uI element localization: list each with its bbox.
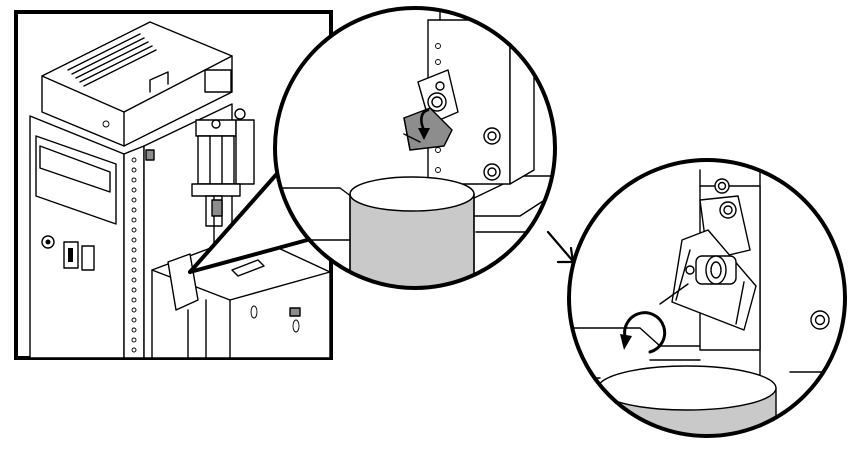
- hinged-bracket-2: [659, 195, 757, 331]
- rail-holes: [131, 157, 137, 353]
- top-connector: [204, 69, 232, 93]
- vent-grille: [67, 33, 157, 87]
- top-housing: [41, 21, 233, 147]
- callout-edge-lower: [188, 234, 324, 274]
- bracket-closeup-2: [569, 169, 845, 436]
- zoom-circle-1-outline: [273, 6, 557, 290]
- top-screw: [714, 178, 730, 194]
- instrument-overview: [29, 21, 331, 358]
- mounting-screw-2: [483, 163, 501, 181]
- switch-right: [81, 245, 95, 271]
- arrow-down-icon: [418, 108, 430, 140]
- zoom-panel-1: [273, 6, 557, 290]
- zoom-panel-2: [567, 158, 847, 438]
- overview-panel: [14, 10, 333, 360]
- mounting-screw-1: [483, 127, 501, 145]
- rotate-counterclockwise-icon: [620, 311, 667, 354]
- display-screen: [39, 145, 111, 193]
- arrow-down-right-icon: [546, 230, 575, 264]
- zoom-circle-2-outline: [567, 158, 847, 438]
- overview-bracket: [167, 253, 199, 311]
- side-screw: [810, 310, 830, 330]
- syringe-pump: [191, 108, 255, 261]
- sample-cup-1: [349, 176, 475, 288]
